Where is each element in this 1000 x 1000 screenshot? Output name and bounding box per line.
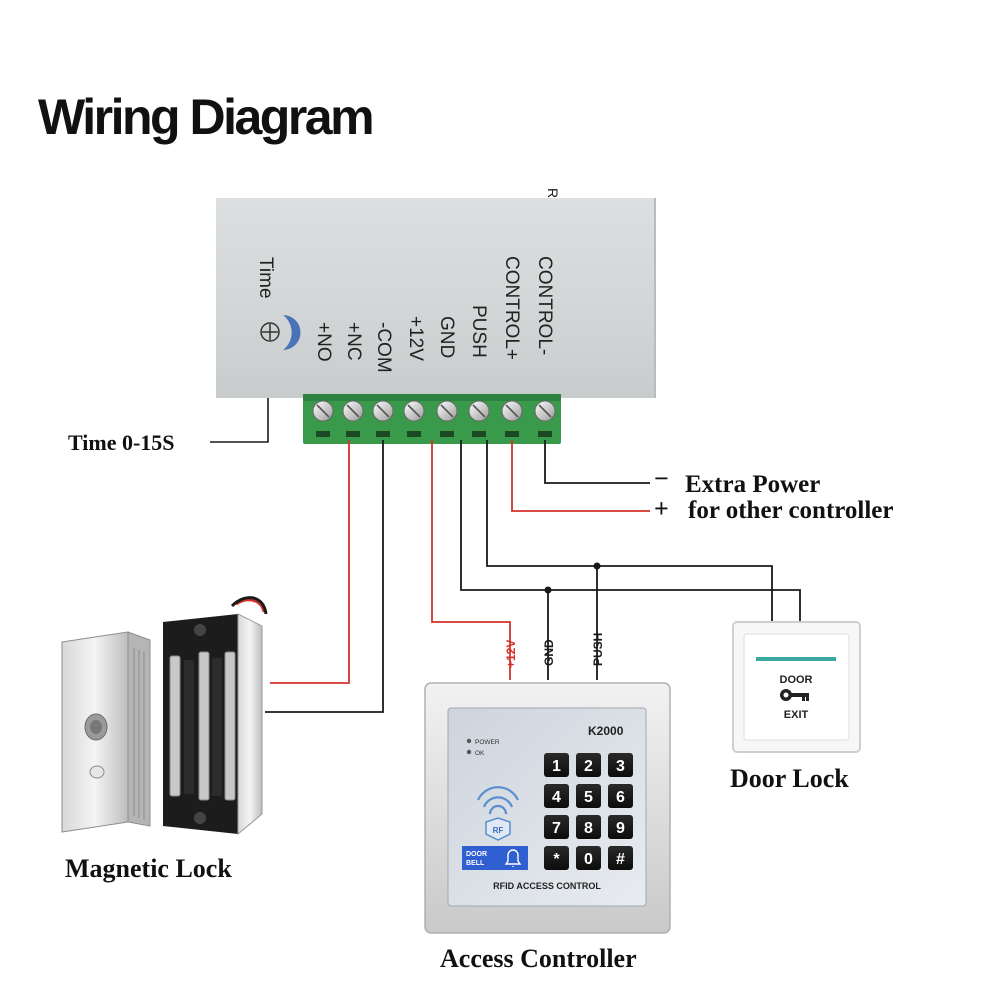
keypad-key[interactable]: *: [544, 846, 569, 870]
door-lock-label: Door Lock: [730, 764, 849, 793]
keypad-key-face[interactable]: [544, 753, 569, 777]
wire-label-push: PUSH: [591, 633, 605, 666]
magnetic-lock-armature: [61, 631, 151, 833]
doorbell-line2: BELL: [466, 860, 485, 867]
keypad-key[interactable]: 4: [544, 784, 569, 808]
keypad-key-label: 1: [552, 758, 561, 775]
keypad-key-label: 8: [584, 820, 593, 837]
wire-label-12v: +12V: [504, 640, 518, 668]
keypad-key-face[interactable]: [608, 815, 633, 839]
keypad-power-led: POWER: [475, 739, 500, 746]
keypad-key[interactable]: 5: [576, 784, 601, 808]
terminal-block: [303, 394, 561, 444]
keypad-key[interactable]: #: [608, 846, 633, 870]
keypad-key-label: 2: [584, 758, 593, 775]
extra-power-note: for other controller: [688, 497, 894, 524]
keypad-key-face[interactable]: [544, 815, 569, 839]
exit-button-line2: EXIT: [784, 709, 809, 721]
terminal-screws: [312, 400, 556, 422]
keypad-ok-led: OK: [475, 750, 485, 757]
access-controller-label: Access Controller: [440, 944, 637, 973]
keypad-key-label: 5: [584, 789, 593, 806]
wire-com: [265, 440, 384, 713]
extra-power-minus-sign: −: [654, 464, 669, 493]
keypad-key-face[interactable]: [576, 846, 601, 870]
page-title: Wiring Diagram: [38, 89, 375, 145]
keypad-key[interactable]: 3: [608, 753, 633, 777]
doorbell-button[interactable]: DOOR BELL: [462, 846, 528, 870]
keypad-key[interactable]: 6: [608, 784, 633, 808]
rf-badge-icon: RF: [485, 817, 511, 841]
keypad-key-label: 9: [616, 820, 625, 837]
keypad-key-label: #: [616, 851, 625, 868]
keypad-footer: RFID ACCESS CONTROL: [493, 881, 601, 891]
time-leader-line: [210, 398, 269, 443]
keypad-key-label: 6: [616, 789, 625, 806]
wire-control-minus: [544, 440, 650, 484]
keypad-key-face[interactable]: [608, 846, 633, 870]
keypad-key[interactable]: 7: [544, 815, 569, 839]
keypad-key-face[interactable]: [608, 753, 633, 777]
keypad-key-face[interactable]: [576, 753, 601, 777]
extra-power-label: Extra Power: [685, 471, 821, 498]
keypad-key-label: *: [553, 851, 560, 868]
wire-gnd: [460, 440, 801, 622]
keypad-key-face[interactable]: [544, 784, 569, 808]
wire-label-gnd: GND: [542, 639, 556, 666]
bell-icon: [504, 849, 522, 867]
wire-push: [486, 440, 773, 622]
keypad-key-label: 0: [584, 851, 593, 868]
keypad-key[interactable]: 2: [576, 753, 601, 777]
keypad-key[interactable]: 1: [544, 753, 569, 777]
time-range-label: Time 0-15S: [68, 430, 175, 455]
junction-gnd: [544, 586, 552, 594]
wire-nc: [270, 440, 350, 684]
wire-control-plus: [511, 440, 650, 512]
magnetic-lock-label: Magnetic Lock: [65, 854, 232, 883]
key-icon: [780, 689, 809, 701]
keypad-key-face[interactable]: [544, 846, 569, 870]
controller-panel: R: [216, 188, 656, 398]
keypad-key-face[interactable]: [576, 784, 601, 808]
keypad-key[interactable]: 8: [576, 815, 601, 839]
junction-push: [593, 562, 601, 570]
keypad-key-face[interactable]: [576, 815, 601, 839]
magnetic-lock-magnet: [163, 596, 268, 836]
keypad-key-label: 7: [552, 820, 561, 837]
keypad-key-face[interactable]: [608, 784, 633, 808]
rf-badge-text: RF: [493, 826, 504, 835]
extra-power-plus-sign: +: [654, 494, 669, 523]
access-controller-keypad: K2000 POWER OK RF DOOR BELL: [424, 682, 671, 934]
rfid-waves-icon: [477, 786, 519, 815]
keypad-key-label: 4: [552, 789, 561, 806]
keypad-key-label: 3: [616, 758, 625, 775]
keypad-keys: 1 2 3 4 5 6 7 8 9 * 0 #: [544, 753, 633, 870]
door-exit-button: DOOR EXIT: [732, 621, 861, 753]
keypad-model: K2000: [588, 724, 624, 738]
wires: [265, 440, 801, 713]
time-adjust-knob-icon: [260, 315, 301, 350]
keypad-key[interactable]: 9: [608, 815, 633, 839]
keypad-key[interactable]: 0: [576, 846, 601, 870]
exit-button-line1: DOOR: [780, 674, 813, 686]
wire-12v: [431, 440, 511, 680]
doorbell-line1: DOOR: [466, 851, 487, 858]
